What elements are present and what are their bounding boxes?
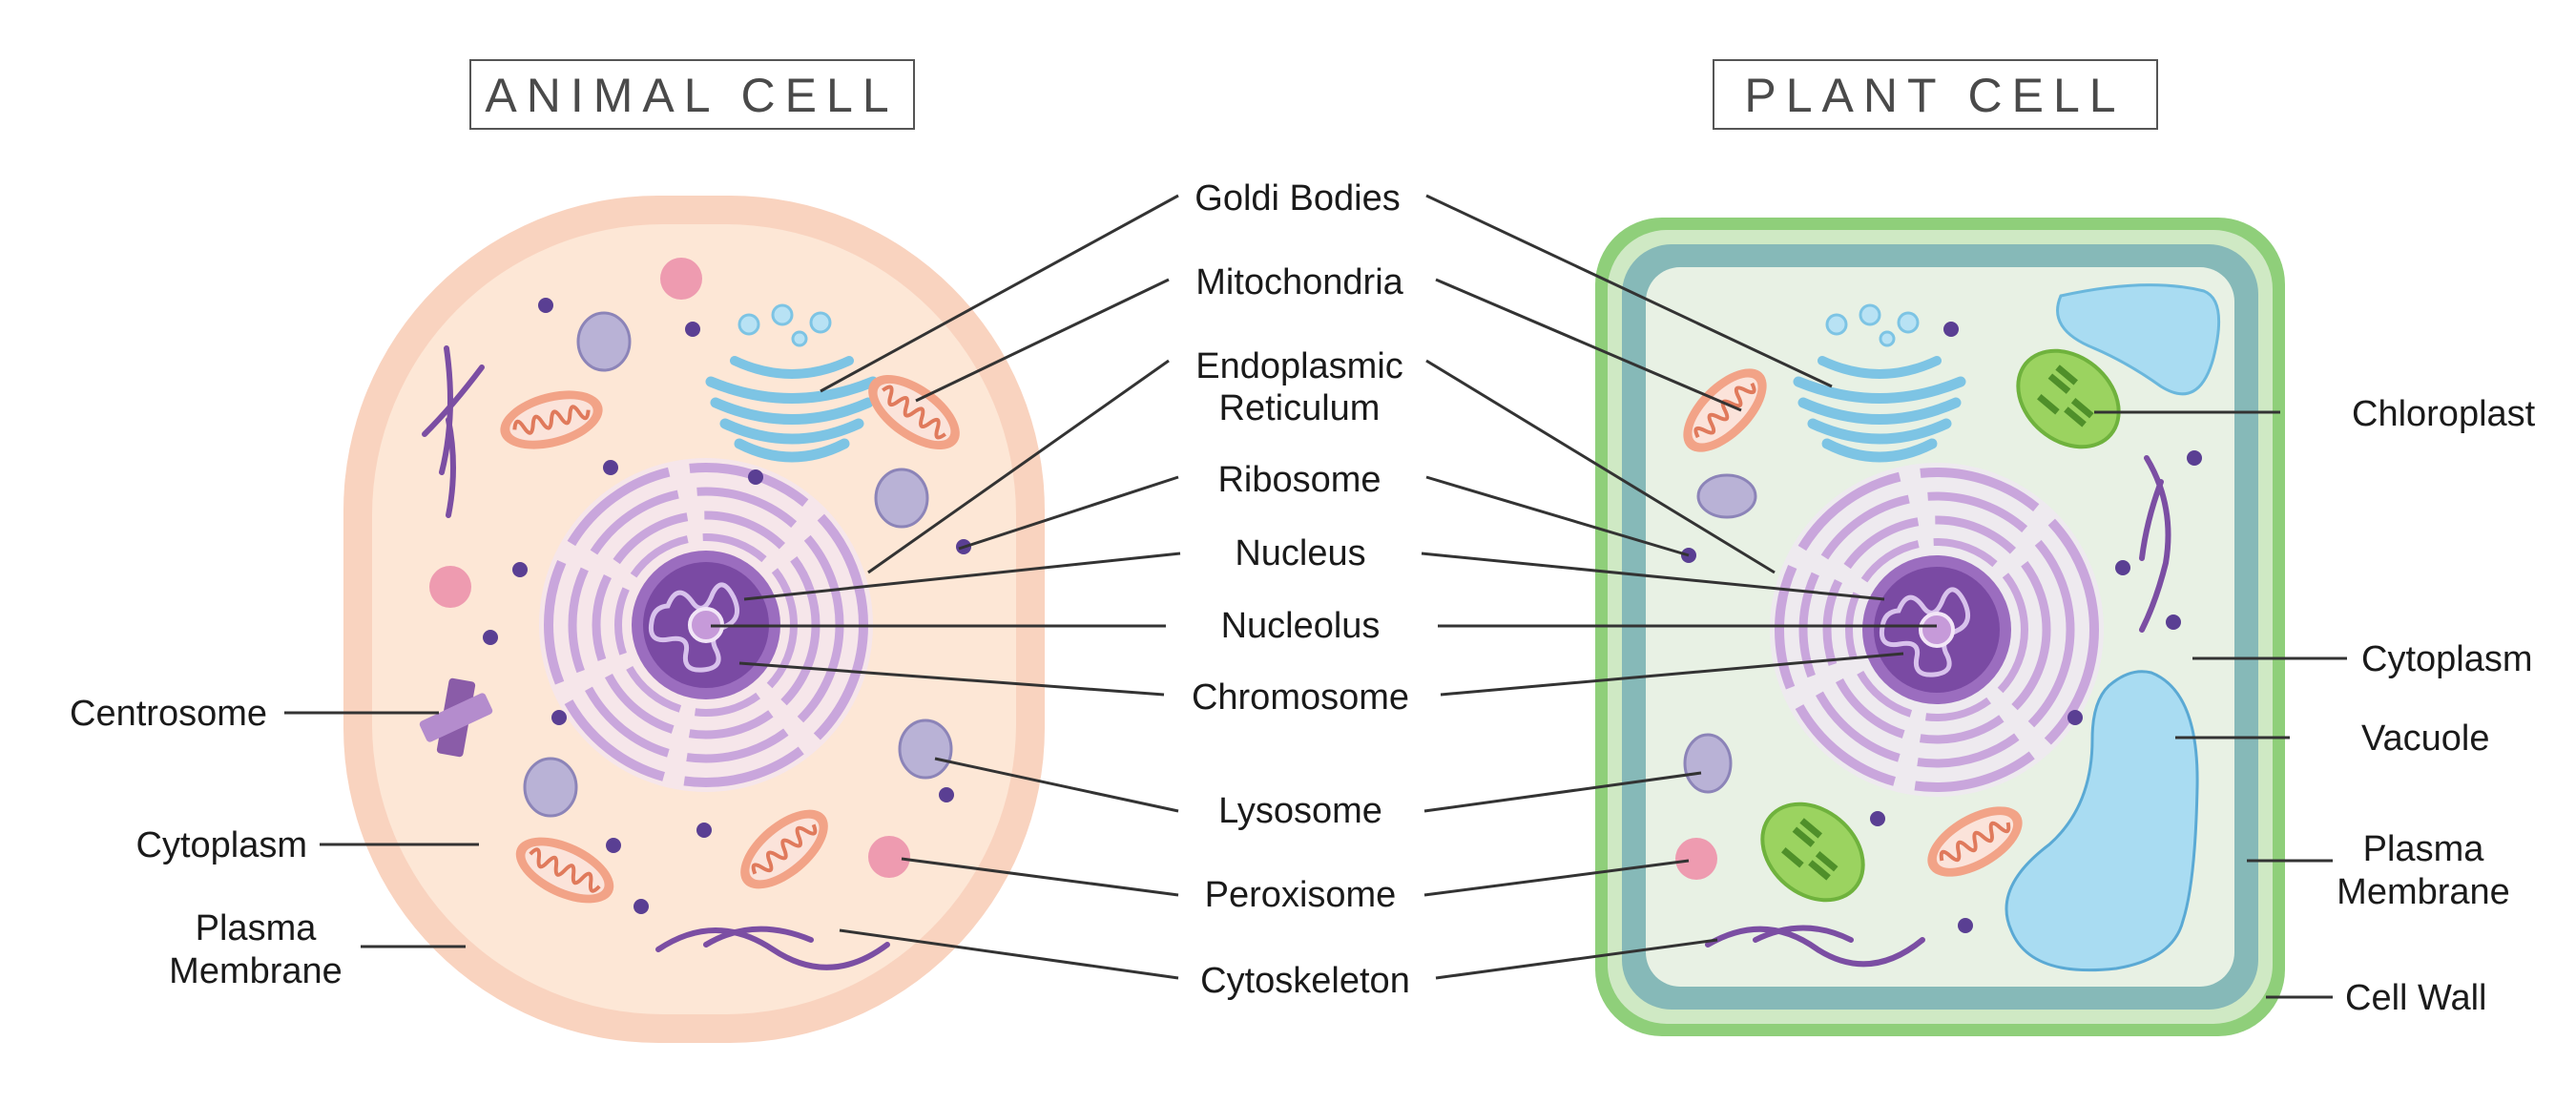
label-animal-membrane-line1: Plasma: [196, 908, 318, 948]
label-animal-cytoplasm: Cytoplasm: [136, 825, 308, 865]
label-cell-wall: Cell Wall: [2345, 978, 2487, 1018]
animal-lysosome: [874, 468, 929, 529]
plant-cell: [1595, 218, 2285, 1036]
label-golgi: Goldi Bodies: [1195, 178, 1400, 219]
label-ribosome: Ribosome: [1217, 460, 1381, 500]
label-mitochondria: Mitochondria: [1195, 262, 1403, 302]
leader-lines: [284, 194, 2347, 999]
plant-lysosome: [1683, 733, 1733, 794]
label-peroxisome: Peroxisome: [1205, 875, 1397, 915]
label-er-line2: Reticulum: [1219, 388, 1381, 428]
vacuole: [2005, 670, 2199, 972]
label-centrosome: Centrosome: [70, 694, 267, 734]
label-vacuole: Vacuole: [2361, 719, 2490, 759]
animal-centrosome: [419, 677, 493, 758]
animal-lysosome: [523, 757, 578, 818]
plant-cytoskeleton: [1705, 455, 2171, 968]
animal-cell: [343, 196, 1045, 1043]
plant-lysosome: [1696, 473, 1757, 519]
animal-peroxisome: [660, 258, 702, 300]
label-er-line1: Endoplasmic: [1195, 346, 1403, 386]
animal-cell-title: ANIMAL CELL: [469, 59, 915, 130]
plant-cell-title: PLANT CELL: [1713, 59, 2158, 130]
label-plant-cytoplasm: Cytoplasm: [2361, 639, 2533, 679]
animal-cytoskeleton: [422, 345, 890, 970]
label-plant-membrane-line2: Membrane: [2337, 872, 2510, 912]
animal-lysosome: [898, 719, 953, 780]
animal-peroxisome: [868, 836, 910, 878]
animal-lysosome: [576, 311, 632, 372]
plant-nucleus: [1770, 463, 2104, 797]
animal-peroxisome: [429, 566, 471, 608]
plant-cell-title-text: PLANT CELL: [1744, 69, 2125, 122]
animal-cell-title-text: ANIMAL CELL: [485, 69, 898, 122]
plant-peroxisome: [1675, 838, 1717, 880]
small-vacuole: [2056, 283, 2221, 396]
label-animal-membrane-line2: Membrane: [169, 951, 343, 991]
label-nucleus: Nucleus: [1235, 533, 1365, 573]
label-plant-membrane-line1: Plasma: [2363, 829, 2485, 869]
label-cytoskeleton: Cytoskeleton: [1200, 961, 1410, 1001]
label-lysosome: Lysosome: [1218, 791, 1382, 831]
label-nucleolus: Nucleolus: [1221, 606, 1381, 646]
label-chromosome: Chromosome: [1192, 677, 1409, 718]
animal-ribosomes: [483, 298, 971, 914]
label-chloroplast: Chloroplast: [2352, 394, 2536, 434]
